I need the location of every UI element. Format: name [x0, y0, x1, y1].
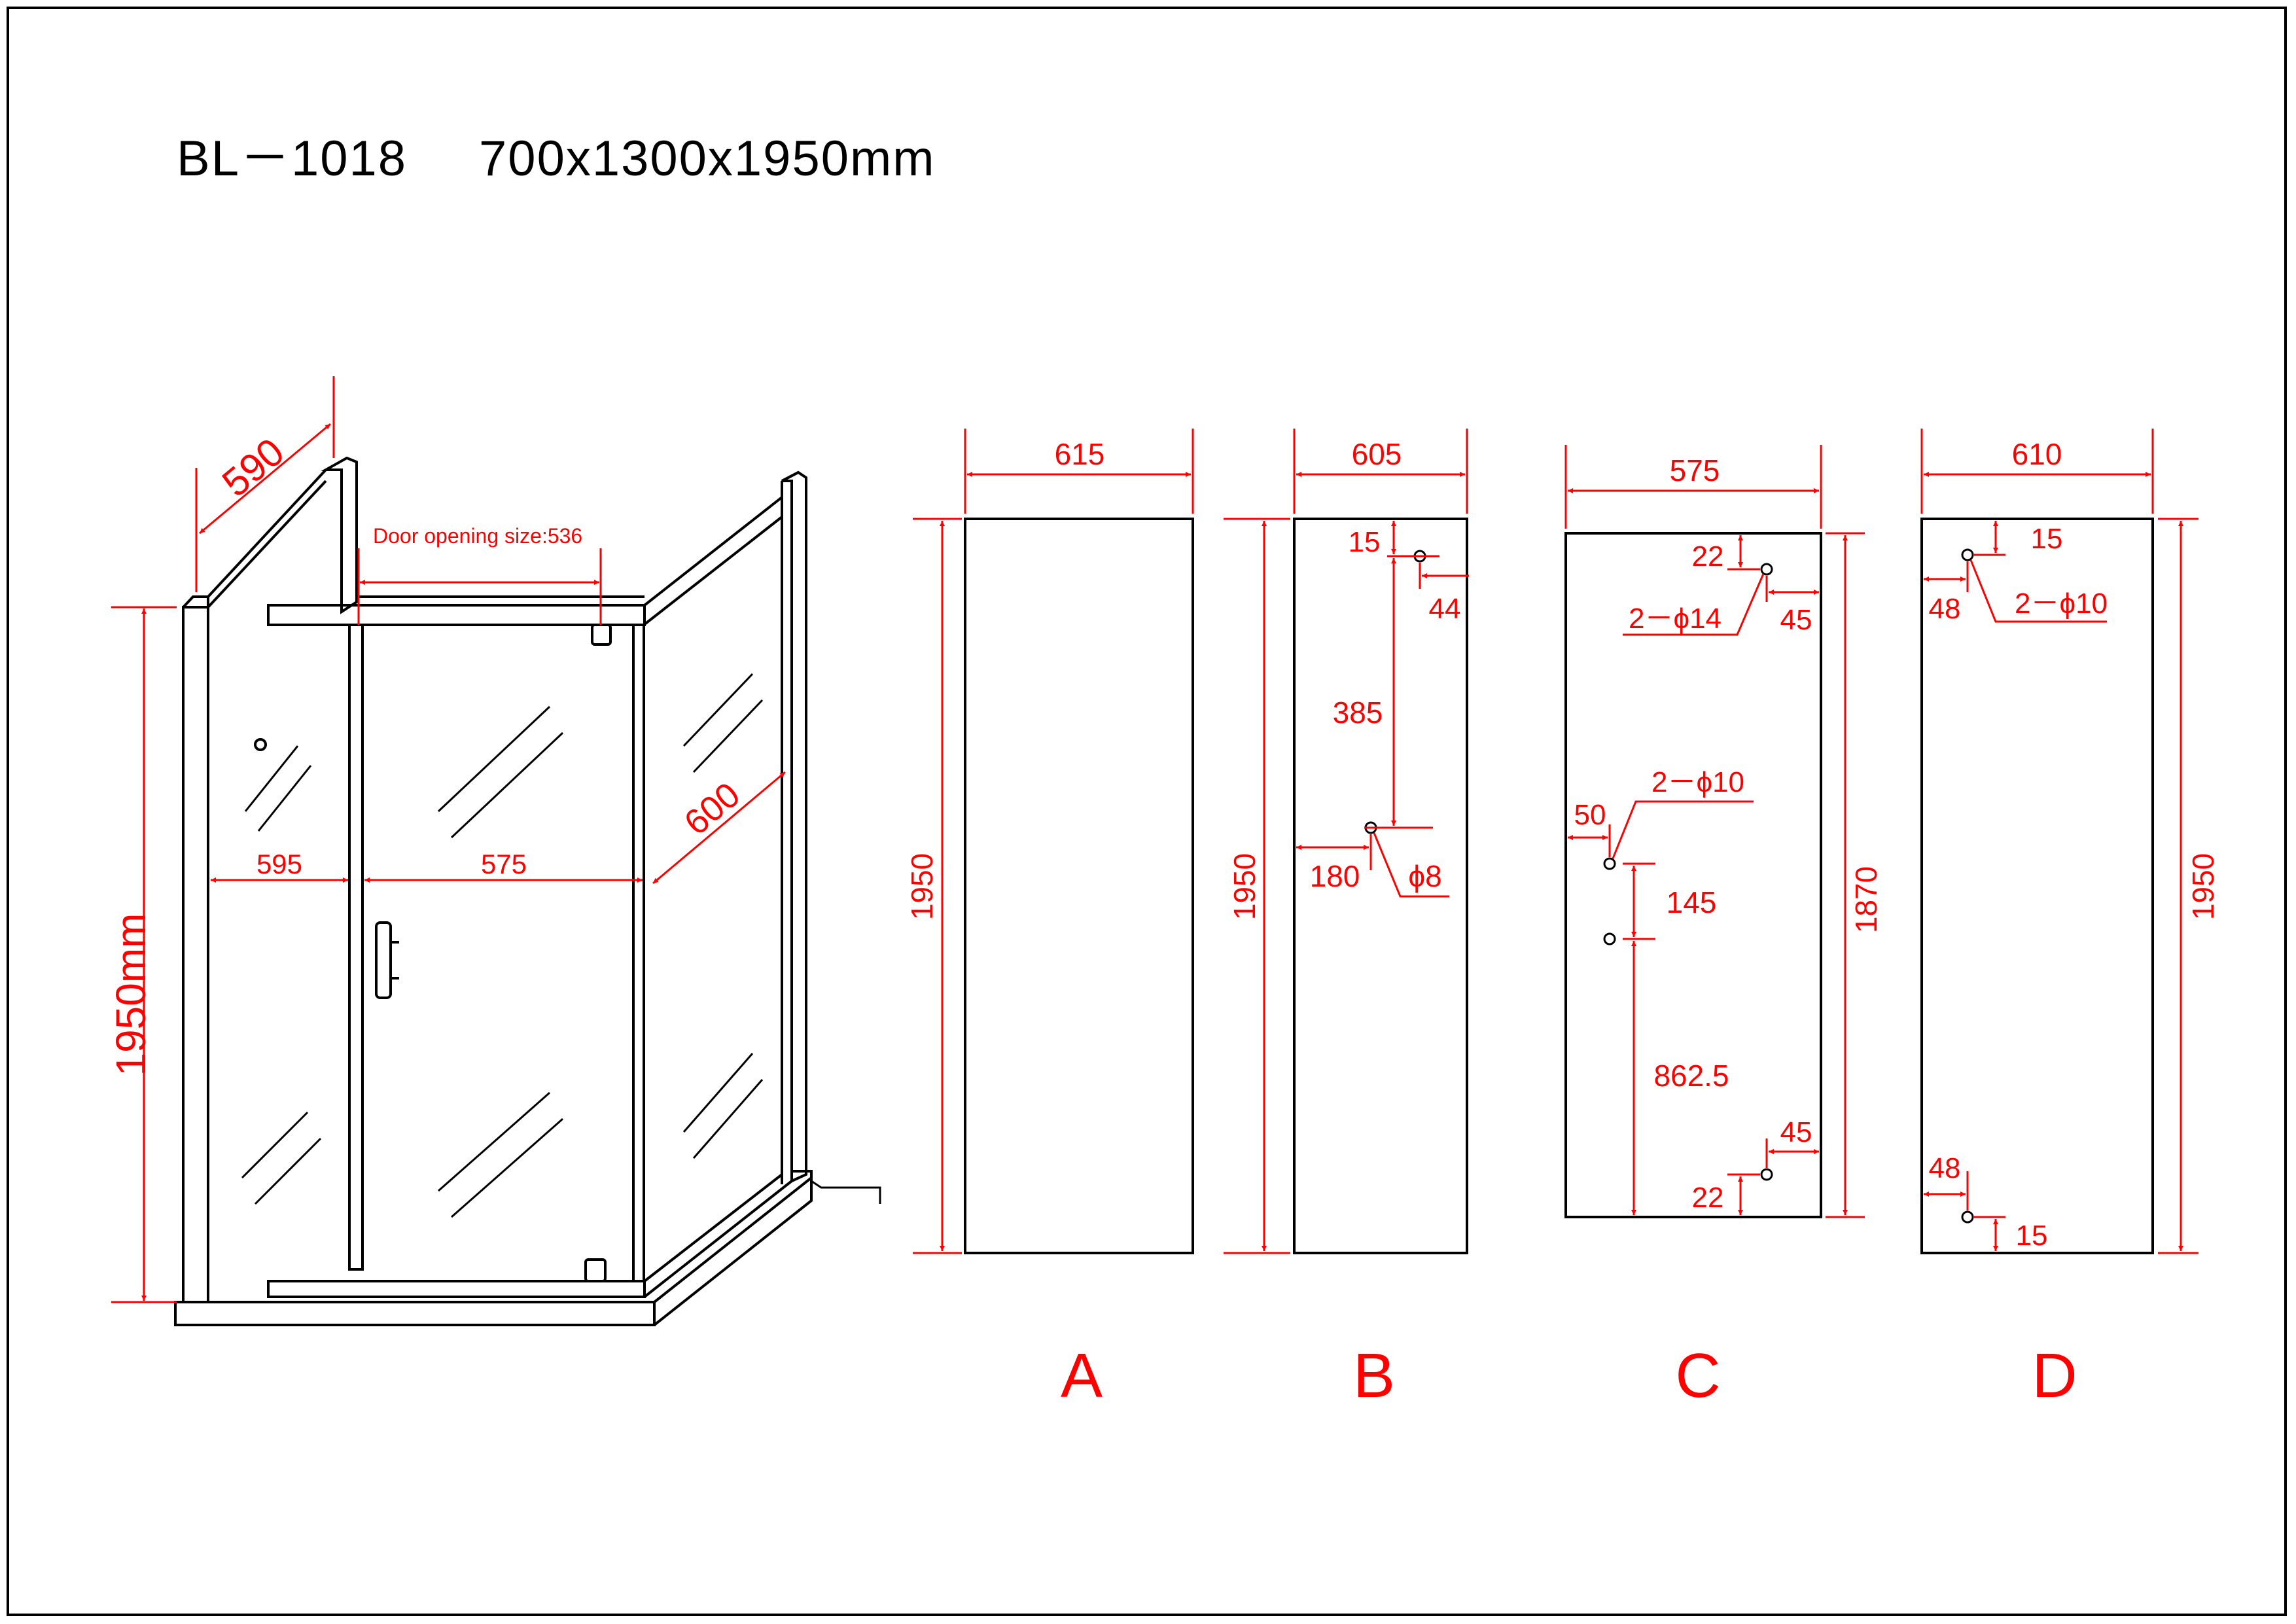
panel-c-862: 862.5: [1653, 1059, 1729, 1093]
panel-d-label: D: [2032, 1341, 2077, 1411]
fixed-width-label: 595: [256, 849, 302, 879]
overview-top-depth-label: 590: [214, 429, 292, 505]
panel-b-height: 1950: [1227, 853, 1262, 920]
panel-d: 610 1950 15 2－ϕ10 48 48 15 D: [1920, 429, 2220, 1411]
panel-d-15-bottom: 15: [2016, 1220, 2048, 1252]
panel-c-45-top: 45: [1780, 604, 1812, 636]
glass-reflections: [241, 673, 764, 1218]
bottom-hinge: [584, 1258, 607, 1282]
door-width-label: 575: [481, 849, 527, 879]
panel-b-15: 15: [1349, 526, 1381, 558]
page-title: BL－1018 700x1300x1950mm: [177, 118, 1008, 190]
panel-a-width: 615: [1055, 437, 1105, 471]
panel-c-width: 575: [1670, 453, 1720, 487]
overview-dimensions: [111, 376, 786, 1303]
panel-b-180: 180: [1310, 859, 1360, 893]
panel-d-48-bottom: 48: [1929, 1152, 1961, 1184]
panel-c-height: 1870: [1849, 866, 1883, 933]
panel-a-height: 1950: [905, 853, 939, 920]
panel-b-hole: ϕ8: [1408, 859, 1441, 893]
panel-d-48-top: 48: [1929, 593, 1961, 625]
side-post: [781, 470, 807, 1184]
panel-c-hole-bottom: [1760, 1168, 1773, 1181]
top-rail: [267, 604, 646, 626]
door-handle: [375, 921, 392, 999]
panel-b-label: B: [1353, 1341, 1395, 1411]
panel-c-145: 145: [1667, 885, 1717, 919]
panel-b-385: 385: [1333, 696, 1383, 730]
panel-d-hole10: 2－ϕ10: [2015, 588, 2108, 620]
panel-b: 605 1950 15 44 385 180 ϕ8 B: [1224, 429, 1469, 1411]
bottom-rail: [267, 1173, 793, 1298]
floor-line: [811, 1180, 881, 1204]
back-panel: [207, 468, 327, 609]
drawing-frame: [7, 7, 2287, 1616]
door-opening-label: Door opening size:536: [373, 524, 582, 548]
overall-size: 700x1300x1950mm: [479, 131, 936, 186]
panel-c-label: C: [1675, 1341, 1720, 1411]
panel-c-22-top: 22: [1692, 540, 1724, 573]
panel-d-15-top: 15: [2031, 523, 2063, 555]
panel-c-hole-top: [1760, 563, 1773, 576]
panel-c-hole-mid1: [1603, 857, 1616, 870]
panel-d-hole-top: [1961, 548, 1974, 561]
left-post: [182, 595, 209, 1303]
panel-a: 615 1950 A: [905, 429, 1194, 1411]
panel-b-width: 605: [1352, 437, 1402, 471]
panel-b-44: 44: [1429, 593, 1461, 625]
side-post-foot: [792, 1170, 813, 1178]
top-hinge: [591, 624, 612, 646]
enclosure-overview: [174, 456, 881, 1326]
panel-c-hole10: 2－ϕ10: [1651, 766, 1744, 798]
shower-tray: [174, 1174, 813, 1326]
overview-side-depth-label: 600: [677, 775, 748, 843]
panel-a-label: A: [1061, 1341, 1103, 1411]
panel-c: 575 1870 22 2－ϕ14 45 2－ϕ10 50 145 862.5 …: [1564, 445, 1883, 1411]
overview-height-label: 1950mm: [107, 913, 154, 1076]
panel-c-22-bottom: 22: [1692, 1182, 1724, 1214]
panel-c-hole-mid2: [1603, 932, 1616, 945]
model-number: BL－1018: [177, 131, 408, 186]
panel-d-height: 1950: [2186, 853, 2220, 920]
knob: [254, 738, 267, 751]
panel-d-hole-bottom: [1961, 1210, 1974, 1224]
side-panel: [643, 494, 783, 1282]
door-edge: [632, 625, 645, 1281]
panel-c-50: 50: [1574, 799, 1606, 831]
hinge-post: [348, 624, 364, 1271]
side-post-top: [781, 471, 799, 482]
panel-c-hole14: 2－ϕ14: [1629, 603, 1722, 635]
panel-c-45-bottom: 45: [1780, 1116, 1812, 1148]
panel-d-width: 610: [2012, 437, 2062, 471]
